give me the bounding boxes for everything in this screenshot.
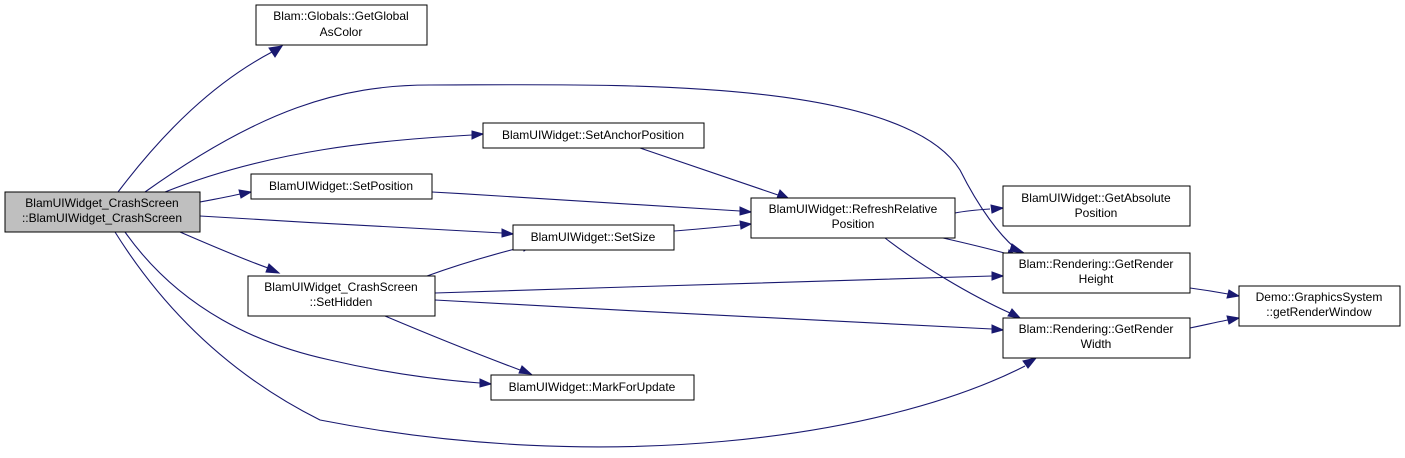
edge-crash-ctor-to-set-anchor	[164, 130, 485, 193]
edge-set-hidden-to-render-height	[434, 271, 1005, 294]
node-label: BlamUIWidget::SetSize	[531, 230, 656, 244]
edge-set-anchor-to-refresh-rel	[639, 147, 791, 200]
node-get-render-width[interactable]: Blam::Rendering::GetRender Width	[1002, 317, 1191, 359]
node-label-line-2: ::SetHidden	[310, 295, 373, 309]
edge-crash-ctor-to-get-global-color	[117, 45, 284, 193]
node-get-absolute-position[interactable]: BlamUIWidget::GetAbsolute Position	[1002, 185, 1191, 227]
node-set-size[interactable]: BlamUIWidget::SetSize	[512, 224, 675, 251]
edge-set-hidden-to-render-width	[434, 299, 1005, 334]
node-label-line-1: Blam::Globals::GetGlobal	[273, 9, 408, 23]
node-label: BlamUIWidget::SetPosition	[269, 179, 413, 193]
node-label-line-1: Blam::Rendering::GetRender	[1019, 322, 1174, 336]
node-label-line-1: Blam::Rendering::GetRender	[1019, 257, 1174, 271]
node-label-line-1: BlamUIWidget::GetAbsolute	[1021, 191, 1171, 205]
node-get-render-height[interactable]: Blam::Rendering::GetRender Height	[1002, 252, 1191, 294]
edge-crash-ctor-to-set-position	[199, 189, 253, 203]
node-label-line-1: BlamUIWidget_CrashScreen	[25, 196, 178, 210]
node-mark-for-update[interactable]: BlamUIWidget::MarkForUpdate	[490, 374, 695, 401]
edge-set-position-to-refresh-rel	[431, 191, 753, 216]
node-label-line-2: ::BlamUIWidget_CrashScreen	[22, 211, 182, 225]
node-crash-screen-constructor[interactable]: BlamUIWidget_CrashScreen ::BlamUIWidget_…	[4, 191, 201, 233]
edge-set-size-to-refresh-rel	[673, 220, 753, 232]
node-label-line-1: BlamUIWidget_CrashScreen	[264, 280, 417, 294]
node-set-position[interactable]: BlamUIWidget::SetPosition	[250, 173, 433, 200]
node-refresh-relative-position[interactable]: BlamUIWidget::RefreshRelative Position	[750, 197, 956, 239]
edge-refresh-rel-to-render-width	[884, 237, 1022, 319]
node-label-line-2: Position	[832, 217, 875, 231]
node-label-line-2: Height	[1079, 272, 1114, 286]
edge-render-height-to-render-window	[1189, 287, 1241, 299]
node-label-line-1: Demo::GraphicsSystem	[1256, 290, 1383, 304]
edge-crash-ctor-to-set-size	[199, 215, 515, 238]
edge-refresh-rel-to-get-abs	[954, 204, 1005, 214]
node-label-line-2: AsColor	[320, 25, 363, 39]
node-label: BlamUIWidget::SetAnchorPosition	[502, 128, 684, 142]
node-label-line-2: Position	[1075, 206, 1118, 220]
edge-crash-ctor-to-render-width	[114, 231, 1038, 448]
edge-crash-ctor-to-render-height	[144, 84, 1025, 254]
edge-set-hidden-to-mark-update	[384, 315, 533, 375]
node-get-render-window[interactable]: Demo::GraphicsSystem ::getRenderWindow	[1238, 285, 1401, 327]
node-label-line-2: ::getRenderWindow	[1266, 305, 1372, 319]
node-label-line-2: Width	[1081, 337, 1112, 351]
node-label: BlamUIWidget::MarkForUpdate	[509, 380, 676, 394]
edge-crash-ctor-to-mark-update	[124, 231, 493, 388]
node-set-hidden[interactable]: BlamUIWidget_CrashScreen ::SetHidden	[247, 275, 436, 317]
edge-crash-ctor-to-set-hidden	[179, 231, 281, 274]
edges	[114, 45, 1241, 448]
node-set-anchor-position[interactable]: BlamUIWidget::SetAnchorPosition	[482, 122, 705, 149]
node-label-line-1: BlamUIWidget::RefreshRelative	[769, 202, 938, 216]
edge-render-width-to-render-window	[1189, 315, 1241, 329]
node-get-global-as-color[interactable]: Blam::Globals::GetGlobal AsColor	[255, 4, 428, 46]
nodes: BlamUIWidget_CrashScreen ::BlamUIWidget_…	[4, 4, 1401, 401]
